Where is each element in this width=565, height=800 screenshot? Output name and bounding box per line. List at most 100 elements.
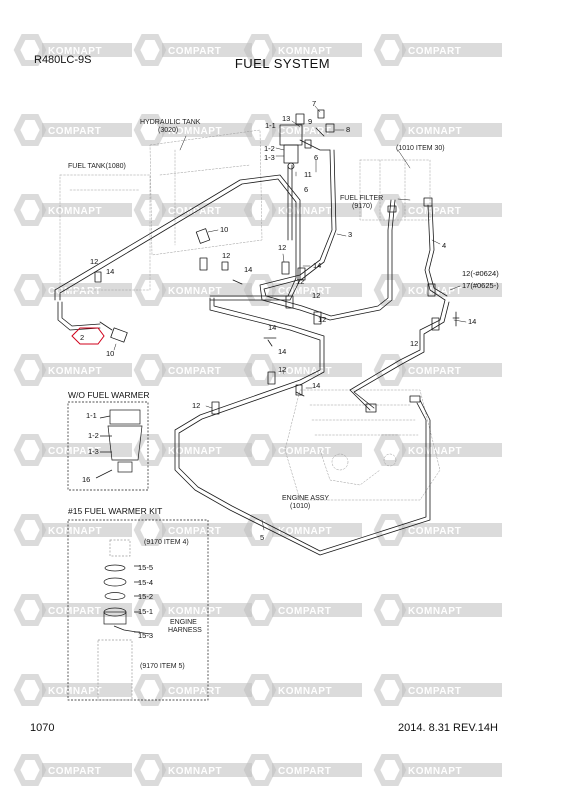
watermark-text: COMPART — [168, 686, 221, 697]
watermark-band — [162, 763, 252, 777]
watermark-band — [272, 123, 362, 137]
callout-13: 13 — [282, 114, 290, 123]
callout-numbers: 13 7 1-1 9 8 1-2 1-3 6 11 6 3 4 10 10 12… — [80, 99, 499, 640]
watermark-band — [162, 523, 252, 537]
watermark-text: COMPART — [408, 526, 461, 537]
wo-fuel-warmer-title: W/O FUEL WARMER — [68, 390, 150, 400]
engine-assy-label: ENGINE ASSY — [282, 495, 329, 502]
leader-lines — [113, 105, 467, 531]
watermark-text: KOMNAPT — [168, 286, 222, 297]
watermark-band — [42, 763, 132, 777]
watermark-band — [162, 283, 252, 297]
watermark-band — [272, 683, 362, 697]
return-line-6 — [287, 164, 293, 241]
watermark-text: KOMNAPT — [408, 606, 462, 617]
watermark-text: KOMNAPT — [408, 446, 462, 457]
callout-12-9: 12 — [410, 339, 418, 348]
watermark-band — [402, 203, 502, 217]
callout-w-1-1: 1-1 — [86, 411, 97, 420]
watermark-text: KOMNAPT — [48, 206, 102, 217]
watermark-band — [162, 363, 252, 377]
callout-k-15-3: 15-3 — [138, 631, 153, 640]
watermark-text: KOMNAPT — [278, 686, 332, 697]
callout-12-3: 12 — [278, 243, 286, 252]
watermark-text: KOMNAPT — [168, 606, 222, 617]
watermark-band — [402, 123, 502, 137]
callout-1-2: 1-2 — [264, 144, 275, 153]
callout-w-1-2: 1-2 — [88, 431, 99, 440]
watermark-band — [402, 283, 502, 297]
fuel-line-main — [54, 174, 431, 556]
callout-12-8: 12 — [192, 401, 200, 410]
callout-8: 8 — [346, 125, 350, 134]
engine-label: ENGINE — [170, 619, 197, 626]
wo-fuel-warmer-inset — [67, 401, 149, 491]
watermark-band — [402, 363, 502, 377]
hose-top — [299, 139, 331, 151]
fittings-7-8-9 — [304, 109, 335, 149]
item-1010-30-label: (1010 ITEM 30) — [396, 145, 445, 152]
watermark-band — [42, 443, 132, 457]
callout-11: 11 — [304, 170, 312, 179]
callout-1-3: 1-3 — [264, 153, 275, 162]
water-separator-block — [279, 113, 305, 170]
watermark-text: COMPART — [168, 46, 221, 57]
watermark-text: KOMNAPT — [48, 526, 102, 537]
watermark-text: COMPART — [278, 126, 331, 137]
watermark-text: KOMNAPT — [168, 446, 222, 457]
callout-6b: 6 — [304, 185, 308, 194]
watermark-band — [162, 683, 252, 697]
watermark-band — [402, 603, 502, 617]
watermark-text: COMPART — [48, 606, 101, 617]
watermark-text: KOMNAPT — [278, 46, 332, 57]
watermark-text: KOMNAPT — [168, 126, 222, 137]
hose-clamps — [94, 257, 440, 415]
watermark-band — [402, 43, 502, 57]
callout-12-0624: 12(-#0624) — [462, 269, 499, 278]
connectors-10 — [99, 228, 211, 343]
watermark-text: KOMNAPT — [48, 686, 102, 697]
watermark-band — [42, 683, 132, 697]
watermark-text: COMPART — [168, 366, 221, 377]
fuel-filter-outline — [359, 159, 431, 221]
watermark-text: COMPART — [408, 366, 461, 377]
bolts — [232, 279, 460, 397]
fuel-warmer-kit-inset — [67, 519, 209, 701]
callout-10a: 10 — [220, 225, 228, 234]
watermark-text: KOMNAPT — [278, 526, 332, 537]
callout-7: 7 — [312, 99, 316, 108]
watermark-text: COMPART — [408, 686, 461, 697]
hydraulic-tank-outline — [149, 129, 263, 256]
callout-k-15-4: 15-4 — [138, 578, 153, 587]
watermark-text: COMPART — [48, 286, 101, 297]
callout-17-0625: 17(#0625-) — [462, 281, 499, 290]
page-title: FUEL SYSTEM — [234, 56, 331, 71]
revision-date: 2014. 8.31 REV.14H — [398, 722, 498, 734]
callout-12-5: 12 — [312, 291, 320, 300]
watermark-band — [162, 123, 252, 137]
watermark-band — [272, 203, 362, 217]
watermark-band — [42, 603, 132, 617]
callout-12-1: 12 — [90, 257, 98, 266]
item-9170-4-label: (9170 ITEM 4) — [144, 539, 189, 546]
engine-assy-ref: (1010) — [290, 503, 310, 510]
watermark-band — [402, 763, 502, 777]
engine-assy-outline — [284, 389, 441, 501]
callout-10b: 10 — [106, 349, 114, 358]
watermark-text: COMPART — [408, 46, 461, 57]
harness-label: HARNESS — [168, 627, 202, 634]
fuel-filter-label: FUEL FILTER — [340, 195, 383, 202]
watermark-text: KOMNAPT — [168, 766, 222, 777]
callout-w-1-3: 1-3 — [88, 447, 99, 456]
hydraulic-tank-label: HYDRAULIC TANK — [140, 119, 201, 126]
watermark-text: COMPART — [48, 126, 101, 137]
fuel-line-4 — [349, 204, 450, 411]
hydraulic-tank-ref: (3020) — [158, 127, 178, 134]
watermark-text: KOMNAPT — [48, 366, 102, 377]
watermark-band — [272, 283, 362, 297]
callout-k-15-2: 15-2 — [138, 592, 153, 601]
fuel-filter-ref: (9170) — [352, 203, 372, 210]
watermark-text: COMPART — [278, 606, 331, 617]
